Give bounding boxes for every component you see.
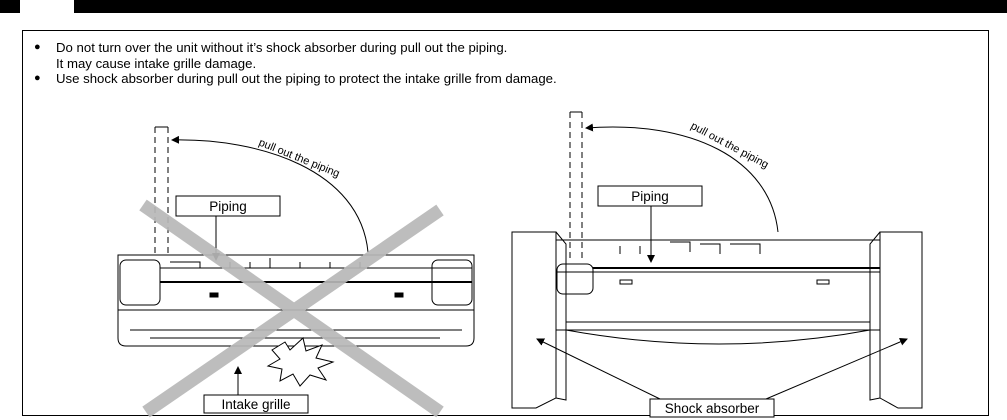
- bullet-icon: ●: [34, 72, 41, 84]
- section-header-tab: [18, 0, 76, 13]
- note-2: ● Use shock absorber during pull out the…: [34, 71, 557, 87]
- intake-grille-label: Intake grille: [221, 397, 290, 412]
- caution-notes: ● Do not turn over the unit without it’s…: [34, 40, 557, 87]
- left-piping-label: Piping: [209, 199, 247, 214]
- left-unit-illustration: [117, 126, 475, 414]
- right-unit-illustration: [511, 111, 923, 418]
- left-arc-text: pull out the piping: [257, 137, 341, 180]
- note-1-line-2: It may cause intake grille damage.: [56, 55, 257, 71]
- note-1-line-1: Do not turn over the unit without it’s s…: [56, 40, 508, 55]
- caution-box: [22, 30, 989, 416]
- bullet-icon: ●: [34, 41, 41, 53]
- note-2-line-1: Use shock absorber during pull out the p…: [56, 71, 557, 86]
- prohibited-cross-mark: [139, 199, 444, 418]
- section-header-bar: [0, 0, 1007, 13]
- right-piping-label: Piping: [631, 189, 669, 204]
- shock-absorber-label: Shock absorber: [665, 401, 760, 416]
- right-arc-text: pull out the piping: [689, 120, 771, 171]
- note-1: ● Do not turn over the unit without it’s…: [34, 40, 557, 56]
